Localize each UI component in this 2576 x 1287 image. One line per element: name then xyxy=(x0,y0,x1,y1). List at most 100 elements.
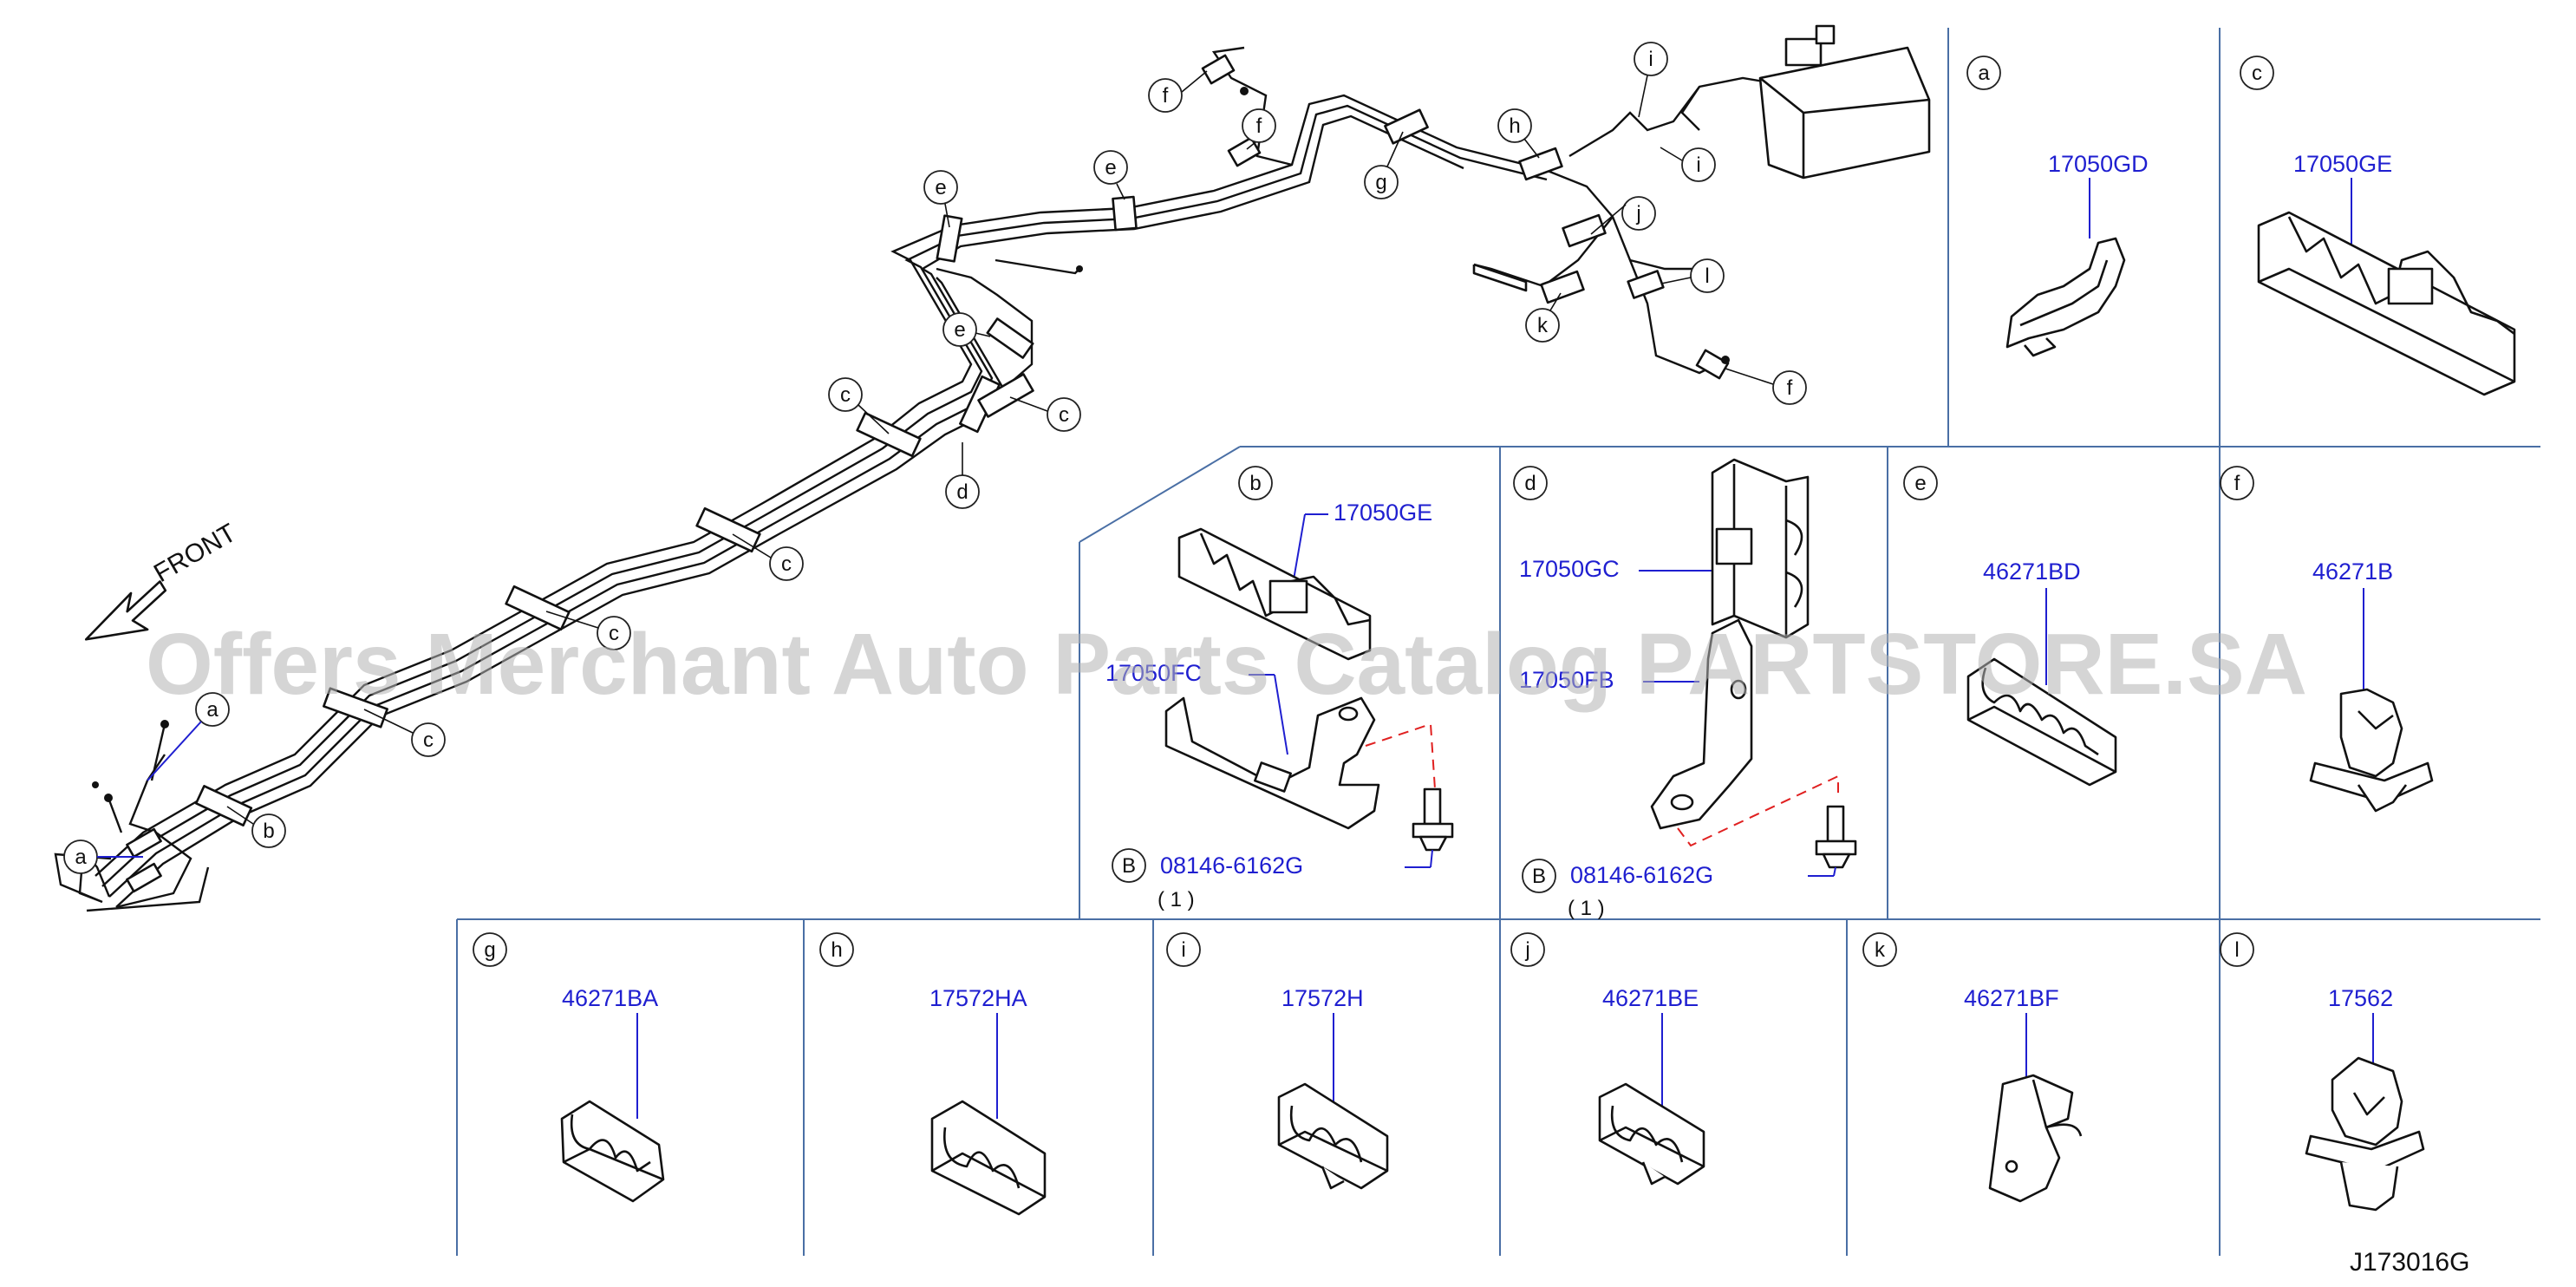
front-label: FRONT xyxy=(149,519,241,588)
callout-k: k xyxy=(1525,292,1562,343)
svg-text:i: i xyxy=(1648,48,1653,71)
panel-g-part-number: 46271BA xyxy=(562,985,658,1011)
panel-f-part-number: 46271B xyxy=(2312,559,2393,585)
svg-text:c: c xyxy=(609,622,619,645)
brake-tube-routing xyxy=(54,24,1931,912)
panel-c: c 17050GE xyxy=(2240,56,2516,396)
callout-e-2: e xyxy=(1093,150,1128,200)
panel-b-qty: ( 1 ) xyxy=(1158,888,1195,911)
panel-k: k 46271BF xyxy=(1862,932,2083,1203)
panel-c-letter: c xyxy=(2252,62,2262,85)
panel-i-part-number: 17572H xyxy=(1281,985,1364,1011)
clip-17050GD-drawing xyxy=(2005,237,2126,357)
panel-i-letter: i xyxy=(1181,938,1185,962)
panel-k-part-number: 46271BF xyxy=(1964,985,2059,1011)
panel-b-bolt-number: 08146-6162G xyxy=(1160,853,1303,879)
panel-g: g 46271BA xyxy=(473,932,665,1203)
callout-c-1: c xyxy=(363,709,446,757)
panel-d-qty: ( 1 ) xyxy=(1568,897,1605,920)
clip-46271BD-drawing xyxy=(1966,657,2117,787)
svg-text:e: e xyxy=(954,318,965,342)
clip-17050GE-small-drawing xyxy=(1177,527,1372,661)
panel-d-bracket-number: 17050FB xyxy=(1519,667,1614,693)
clip-17572HA-drawing xyxy=(930,1100,1047,1216)
panel-c-part-number: 17050GE xyxy=(2293,151,2392,177)
panel-d-bolt-ref: B xyxy=(1532,865,1546,888)
clip-46271BF-drawing xyxy=(1988,1074,2083,1203)
panel-b-part-number: 17050GE xyxy=(1334,500,1432,526)
svg-text:j: j xyxy=(1635,202,1640,225)
panel-d-part-number: 17050GC xyxy=(1519,556,1620,582)
panel-f: f 46271B xyxy=(2220,466,2434,813)
callout-f-3: f xyxy=(1725,368,1807,405)
svg-text:f: f xyxy=(1256,114,1262,138)
panel-d: d 17050GC 17050FB B 08146-6162G ( 1 ) xyxy=(1513,458,1857,920)
clip-17050GC-drawing xyxy=(1711,458,1810,639)
callout-e-3: e xyxy=(942,312,991,347)
panel-d-letter: d xyxy=(1524,472,1536,495)
svg-text:e: e xyxy=(1105,156,1116,180)
callout-c-5: c xyxy=(1009,396,1081,432)
panel-j: j 46271BE xyxy=(1510,932,1705,1186)
panel-d-bolt-number: 08146-6162G xyxy=(1570,862,1713,888)
svg-text:c: c xyxy=(840,383,851,407)
callout-c-2: c xyxy=(545,611,631,650)
panel-a: a 17050GD xyxy=(1966,56,2149,357)
panel-b-bracket-number: 17050FC xyxy=(1105,660,1202,686)
callout-d: d xyxy=(945,442,980,509)
panel-l: l 17562 xyxy=(2220,932,2425,1212)
clip-17050GE-drawing xyxy=(2257,211,2516,396)
svg-text:a: a xyxy=(206,698,218,722)
panel-j-part-number: 46271BE xyxy=(1602,985,1699,1011)
callout-i-1: i xyxy=(1634,42,1668,118)
panel-a-letter: a xyxy=(1978,62,1990,85)
panel-g-letter: g xyxy=(484,938,495,962)
clip-46271BA-drawing xyxy=(560,1100,665,1203)
panel-h-part-number: 17572HA xyxy=(929,985,1027,1011)
watermark: Offers Merchant Auto Parts Catalog PARTS… xyxy=(146,616,2307,713)
drawing-id: J173016G xyxy=(2350,1248,2469,1277)
svg-text:l: l xyxy=(1705,265,1709,288)
clip-17562-drawing xyxy=(2305,1056,2425,1212)
svg-text:k: k xyxy=(1537,314,1549,337)
panel-k-letter: k xyxy=(1875,938,1886,962)
panel-b-bolt-ref: B xyxy=(1122,854,1136,878)
clip-17572H-drawing xyxy=(1277,1082,1389,1190)
clip-46271B-drawing xyxy=(2309,688,2434,813)
svg-text:c: c xyxy=(1059,403,1069,427)
callout-e-1: e xyxy=(923,170,958,228)
svg-text:a: a xyxy=(75,846,87,869)
panel-e-part-number: 46271BD xyxy=(1983,559,2081,585)
panel-e: e 46271BD xyxy=(1903,466,2117,787)
bolt-B-drawing-d xyxy=(1815,805,1857,869)
svg-text:g: g xyxy=(1375,171,1386,194)
panel-a-part-number: 17050GD xyxy=(2048,151,2149,177)
panel-i: i 17572H xyxy=(1166,932,1389,1190)
svg-text:f: f xyxy=(1163,84,1169,108)
panel-h-letter: h xyxy=(831,938,842,962)
clip-46271BE-drawing xyxy=(1598,1082,1705,1186)
svg-text:c: c xyxy=(423,728,434,752)
panel-l-part-number: 17562 xyxy=(2328,985,2393,1011)
svg-text:b: b xyxy=(263,820,274,843)
bolt-B-drawing-b xyxy=(1412,787,1454,852)
callout-f-1: f xyxy=(1148,70,1208,113)
panel-b-letter: b xyxy=(1249,472,1261,495)
bracket-17050FB-drawing xyxy=(1650,618,1753,830)
callout-j: j xyxy=(1590,196,1656,235)
callout-a-upper: a xyxy=(147,692,230,781)
callout-c-3: c xyxy=(732,533,804,581)
panel-separators xyxy=(456,28,2540,1256)
callout-c-4: c xyxy=(828,377,890,434)
panel-l-letter: l xyxy=(2234,938,2239,962)
callout-b: b xyxy=(226,806,286,848)
panel-b: b 17050GE 17050FC B 08146-6162G ( 1 ) xyxy=(1105,466,1454,911)
svg-text:i: i xyxy=(1696,154,1700,177)
callout-g: g xyxy=(1364,131,1404,199)
callout-l: l xyxy=(1660,258,1725,293)
panel-f-letter: f xyxy=(2234,472,2240,495)
panel-h: h 17572HA xyxy=(819,932,1047,1216)
svg-text:e: e xyxy=(935,176,946,199)
svg-text:h: h xyxy=(1509,114,1520,138)
